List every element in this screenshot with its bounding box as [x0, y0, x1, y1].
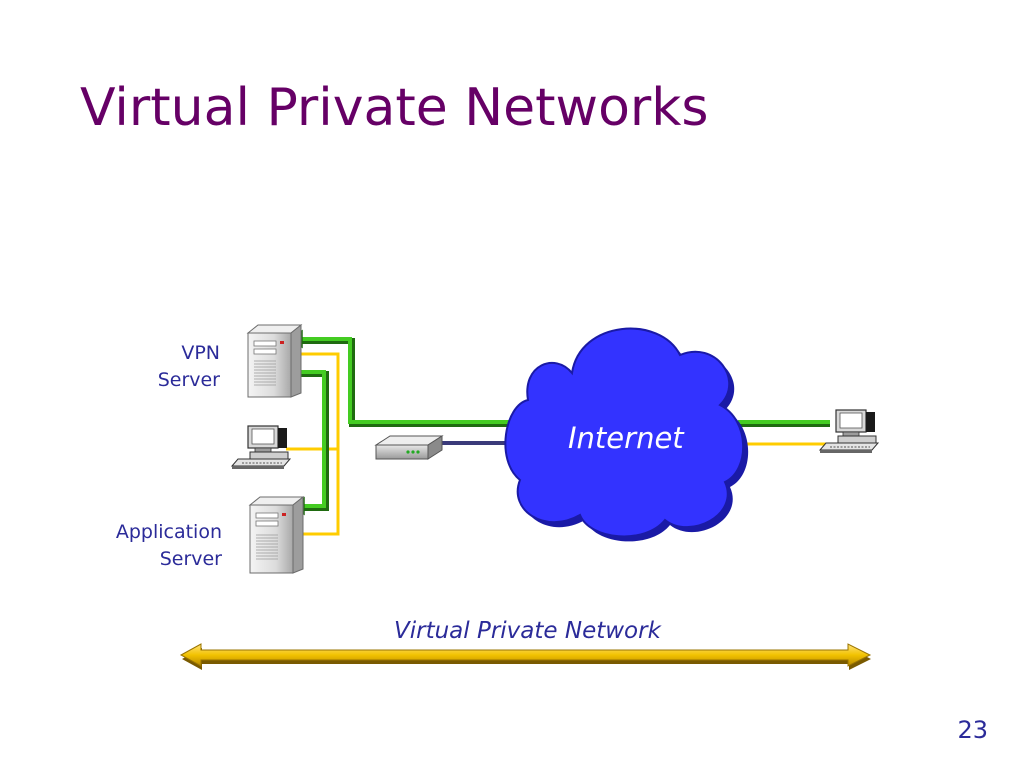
server-tower-icon — [246, 323, 303, 398]
vpn-span-arrow — [179, 643, 872, 670]
desktop-computer-icon — [818, 409, 880, 453]
lan-wiring — [286, 352, 832, 536]
cloud-icon — [504, 327, 749, 542]
tunnel-line-upper — [300, 337, 518, 424]
vpn-server-label-line-1: VPN — [181, 342, 220, 364]
vpn-server-label-line-2: Server — [157, 369, 220, 391]
router-icon — [374, 435, 444, 460]
desktop-computer-icon — [230, 425, 292, 469]
page-number: 23 — [957, 716, 988, 744]
slide-title: Virtual Private Networks — [80, 78, 709, 138]
server-tower-icon — [248, 495, 305, 574]
vpn-span-arrow-body — [179, 643, 872, 667]
internet-label: Internet — [568, 421, 685, 455]
vpn-server-label: VPN Server — [158, 340, 220, 394]
tunnel-line-lower — [300, 370, 326, 508]
application-server-label: Application Server — [116, 519, 222, 573]
application-server-label-line-1: Application — [115, 521, 222, 543]
lan-wire-vpn-server — [288, 352, 340, 536]
vpn-tunnel — [287, 329, 830, 516]
vpn-span-label: Virtual Private Network — [394, 618, 663, 644]
application-server-label-line-2: Server — [159, 548, 222, 570]
cloud-body — [504, 327, 745, 538]
